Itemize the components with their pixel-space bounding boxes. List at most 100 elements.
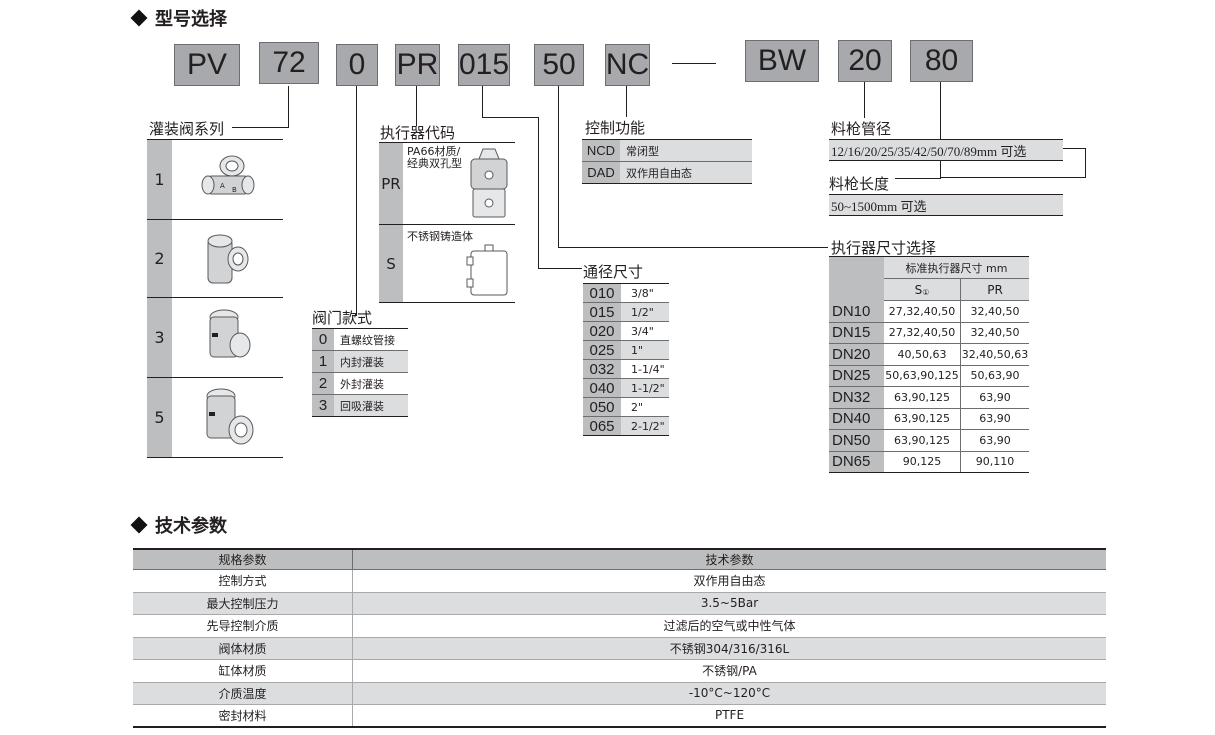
size-s: 63,90,125 (884, 430, 961, 451)
size-dn: DN50 (829, 430, 884, 451)
actuator-row: PR PA66材质/ 经典双孔型 (379, 143, 515, 225)
code-text: 0 (348, 48, 366, 81)
code-box-72: 72 (259, 42, 319, 84)
bore-code: 015 (583, 303, 621, 321)
code-box-0: 0 (336, 44, 378, 86)
connector-line (940, 177, 1086, 178)
size-pr: 63,90 (979, 433, 1011, 447)
series-row: 5 (147, 378, 283, 458)
valve-style-desc: 外封灌装 (340, 377, 384, 391)
tech-params-title: 技术参数 (130, 512, 227, 538)
size-dn: DN32 (829, 387, 884, 408)
spec-row: 密封材料 PTFE (133, 705, 1106, 728)
bore-code: 050 (583, 398, 621, 416)
connector-line (482, 86, 483, 118)
gun-diameter-value: 12/16/20/25/35/42/50/70/89mm 可选 (829, 139, 1063, 161)
code-text: 015 (458, 48, 510, 81)
series-table: 1 A B 2 3 (147, 139, 283, 458)
spec-value: PTFE (714, 708, 745, 723)
spec-param: 缸体材质 (133, 660, 353, 682)
valve-style-desc: 直螺纹管接 (340, 333, 395, 347)
bore-row: 032 1-1/4" (583, 360, 669, 379)
size-pr: 50,63,90 (970, 369, 1020, 383)
spec-header-col1: 规格参数 (133, 550, 353, 569)
valve-style-code: 0 (312, 329, 334, 350)
connector-line (558, 86, 559, 248)
size-dn: DN10 (829, 301, 884, 322)
gun-diameter-title: 料枪管径 (831, 120, 892, 138)
actuator-size-title: 执行器尺寸选择 (831, 239, 937, 257)
valve-elbow-image (172, 220, 283, 297)
bore-desc: 1-1/4" (631, 362, 665, 376)
size-pr: 32,40,50 (970, 326, 1020, 340)
code-text: NC (605, 48, 650, 81)
code-box-pv: PV (174, 44, 240, 86)
bore-code: 025 (583, 341, 621, 359)
code-text: 80 (924, 44, 959, 77)
diamond-bullet-icon (130, 9, 148, 27)
actuator-desc: 不锈钢铸造体 (407, 230, 473, 243)
connector-line (416, 86, 417, 126)
valve-style-row: 3 回吸灌装 (312, 395, 408, 417)
code-box-nc: NC (605, 44, 650, 86)
code-text: BW (757, 44, 807, 77)
bore-code: 065 (583, 417, 621, 435)
code-box-50: 50 (534, 44, 584, 86)
control-desc: 常闭型 (626, 144, 659, 158)
code-text: PV (186, 48, 228, 81)
size-dn: DN20 (829, 344, 884, 365)
valve-style-row: 0 直螺纹管接 (312, 329, 408, 351)
bore-code: 032 (583, 360, 621, 378)
actuator-code: PR (379, 143, 403, 224)
valve-style-desc: 回吸灌装 (340, 399, 384, 413)
actuator-desc: PA66材质/ 经典双孔型 (407, 145, 462, 170)
bore-desc: 1/2" (631, 305, 654, 319)
size-s: 40,50,63 (884, 344, 961, 365)
gun-length-value: 50~1500mm 可选 (829, 194, 1063, 216)
model-selection-title-text: 型号选择 (155, 9, 227, 30)
bore-code: 020 (583, 322, 621, 340)
size-s: 50,63,90,125 (884, 365, 961, 386)
spec-row: 阀体材质不锈钢304/316/316L (133, 637, 1106, 660)
control-title: 控制功能 (585, 119, 646, 137)
spec-value: -10°C~120°C (688, 686, 771, 701)
diamond-bullet-icon (130, 516, 148, 534)
series-title: 灌装阀系列 (149, 120, 225, 138)
valve-outer-seal-image (172, 378, 283, 457)
connector-line (356, 86, 357, 316)
spec-param: 阀体材质 (133, 637, 353, 659)
size-col-s-sub: ① (922, 288, 930, 297)
valve-style-code: 3 (312, 395, 334, 416)
svg-text:B: B (232, 186, 237, 194)
spec-param: 介质温度 (133, 682, 353, 704)
code-box-20: 20 (838, 40, 892, 82)
gun-length-title: 料枪长度 (829, 175, 890, 193)
bore-code: 010 (583, 284, 621, 302)
size-dn: DN15 (829, 322, 884, 343)
code-box-pr: PR (395, 44, 440, 86)
size-pr: 90,110 (975, 455, 1015, 469)
spec-value: 3.5~5Bar (700, 596, 759, 611)
series-index: 2 (147, 220, 172, 297)
series-row: 2 (147, 220, 283, 298)
size-dn: DN65 (829, 451, 884, 472)
spec-header-col2: 技术参数 (705, 553, 754, 567)
spec-param: 密封材料 (133, 705, 353, 726)
size-s: 63,90,125 (884, 408, 961, 429)
spec-param: 最大控制压力 (133, 592, 353, 614)
